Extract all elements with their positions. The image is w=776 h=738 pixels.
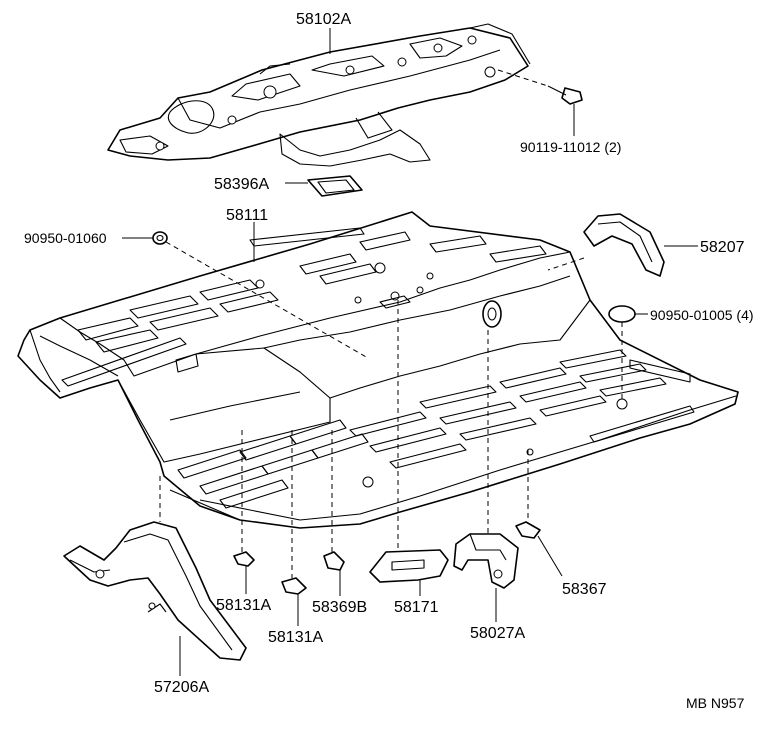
label-58131A-1: 58131A (216, 597, 271, 614)
label-58171: 58171 (394, 599, 439, 616)
label-58369B: 58369B (312, 599, 367, 616)
part-58171-plate (369, 549, 449, 596)
part-58111-floor-pan (17, 211, 739, 529)
label-58027A: 58027A (470, 625, 525, 642)
label-58131A-2: 58131A (268, 629, 323, 646)
label-58207: 58207 (700, 239, 745, 256)
part-58131A-clip-1 (233, 551, 255, 594)
label-57206A: 57206A (154, 679, 209, 696)
label-58111: 58111 (226, 207, 268, 224)
part-58396A-pad (285, 175, 363, 197)
part-57206A-bracket (63, 521, 247, 676)
bolt-90119-11012 (497, 69, 583, 136)
label-90950-01060: 90950-01060 (24, 230, 107, 246)
grommet-90950-01060 (122, 231, 369, 359)
plug-90950-01005 (608, 305, 648, 400)
part-58027A-bracket (453, 533, 519, 622)
part-58102A-crossmember (107, 23, 531, 167)
part-58207-bracket (547, 213, 698, 277)
label-58367: 58367 (562, 581, 607, 598)
label-90950-01005: 90950-01005 (4) (650, 307, 754, 323)
reference-code: MB N957 (686, 695, 745, 711)
label-58396A: 58396A (214, 176, 269, 193)
label-58102A: 58102A (296, 11, 351, 28)
part-58367-clip (515, 521, 563, 577)
grommet-center (482, 300, 502, 328)
part-58131A-clip-2 (281, 577, 307, 626)
label-90119-11012: 90119-11012 (2) (520, 139, 621, 155)
part-58369B-clip (323, 551, 345, 596)
